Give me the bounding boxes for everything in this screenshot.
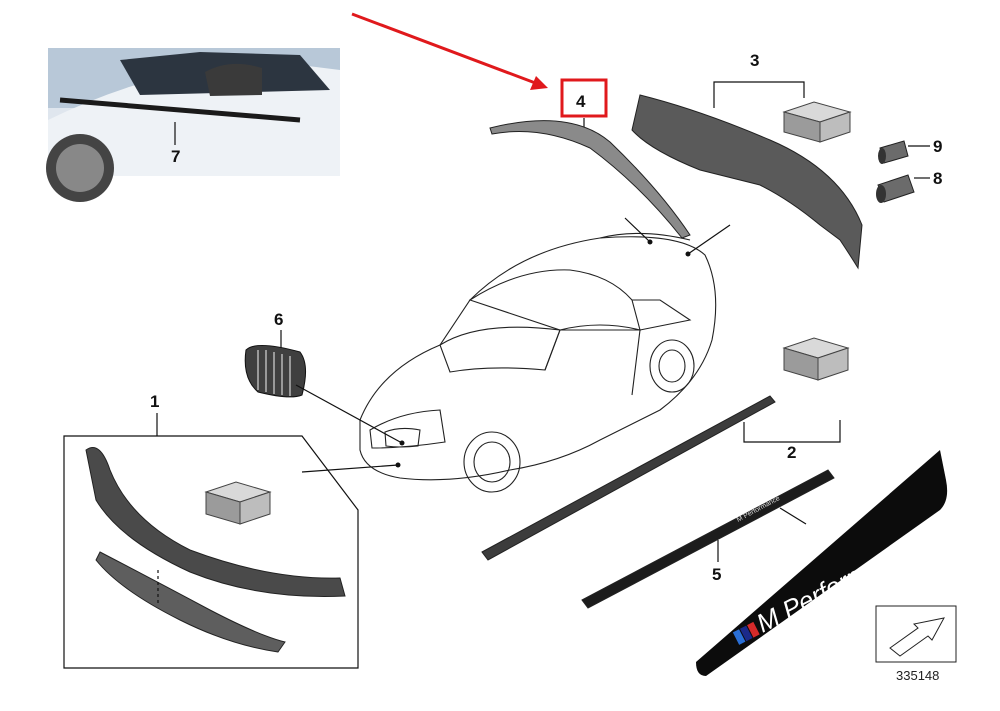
callout-9: 9 bbox=[933, 137, 942, 156]
exhaust-tip-8: 8 bbox=[876, 169, 942, 203]
side-skirt bbox=[482, 396, 775, 560]
car-outline bbox=[360, 233, 716, 492]
fastener-kit-box-3 bbox=[784, 102, 850, 142]
callout-7-photo: 7 bbox=[171, 147, 180, 166]
fastener-kit-box-2 bbox=[784, 338, 848, 380]
inset-photo: 7 bbox=[46, 48, 340, 202]
callout-4: 4 bbox=[576, 92, 586, 111]
front-splitter bbox=[86, 448, 345, 653]
callout-8: 8 bbox=[933, 169, 942, 188]
highlight bbox=[352, 14, 606, 116]
callout-3: 3 bbox=[750, 51, 759, 70]
callout-5: 5 bbox=[712, 565, 721, 584]
callout-2: 2 bbox=[787, 443, 796, 462]
kidney-grille bbox=[245, 345, 305, 396]
diagram-reference-icon bbox=[876, 606, 956, 662]
callout-1: 1 bbox=[150, 392, 159, 411]
diagram-number: 335148 bbox=[896, 668, 939, 683]
callout-6: 6 bbox=[274, 310, 283, 329]
exhaust-tip-9: 9 bbox=[878, 137, 942, 164]
fastener-kit-box-1 bbox=[206, 482, 270, 524]
